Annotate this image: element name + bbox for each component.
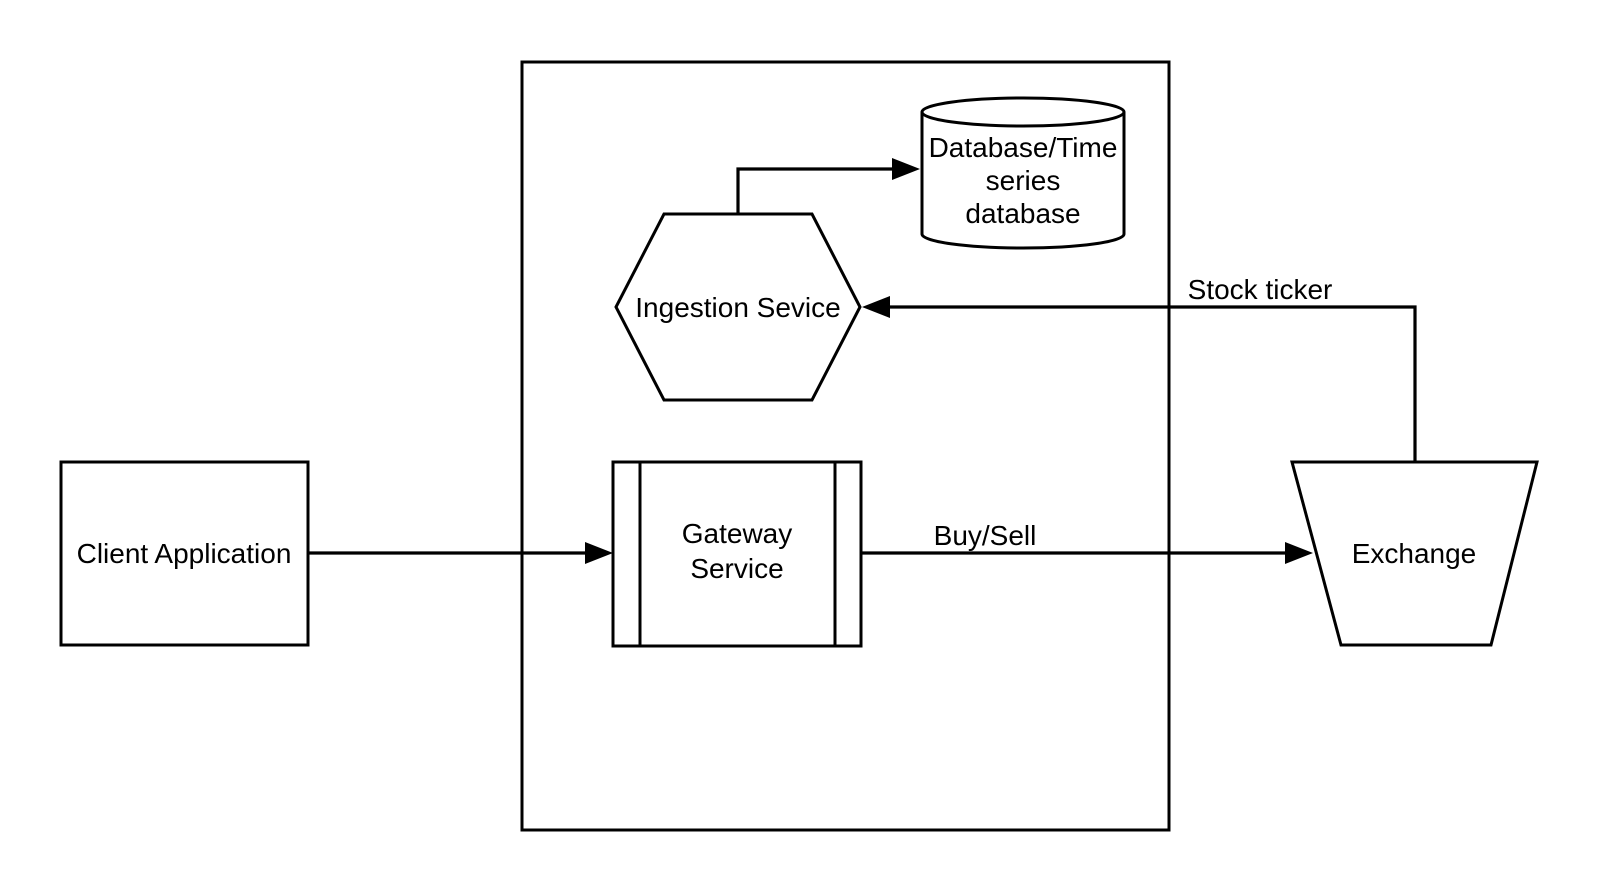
gateway-service-label-line1: Gateway bbox=[682, 518, 793, 549]
database-label-line2: series bbox=[986, 165, 1061, 196]
database-cylinder-top bbox=[920, 96, 1126, 128]
edge-exchange-to-ingestion: Stock ticker bbox=[862, 274, 1417, 462]
exchange-label: Exchange bbox=[1352, 538, 1477, 569]
edge-ingestion-to-database bbox=[736, 158, 920, 214]
database-label-line3: database bbox=[965, 198, 1080, 229]
edge-client-to-gateway bbox=[308, 542, 613, 564]
ingestion-service-label: Ingestion Sevice bbox=[635, 292, 840, 323]
edge-label-stock-ticker: Stock ticker bbox=[1188, 274, 1333, 305]
system-boundary-box bbox=[520, 60, 1171, 832]
arrowhead-into-gateway-icon bbox=[585, 542, 613, 564]
gateway-service-box bbox=[611, 460, 863, 648]
arrowhead-into-exchange-icon bbox=[1285, 542, 1313, 564]
arrowhead-into-ingestion-icon bbox=[862, 296, 890, 318]
node-client-application: Client Application bbox=[59, 460, 310, 647]
exchange-trapezoid bbox=[1290, 460, 1539, 647]
client-application-label: Client Application bbox=[77, 538, 292, 569]
arrowhead-into-database-icon bbox=[892, 158, 920, 180]
gateway-service-label-line2: Service bbox=[690, 553, 783, 584]
node-exchange: Exchange bbox=[1290, 460, 1539, 647]
node-time-series-database: Database/Time series database bbox=[920, 96, 1126, 250]
edge-label-buy-sell: Buy/Sell bbox=[934, 520, 1037, 551]
node-gateway-service: Gateway Service bbox=[611, 460, 863, 648]
node-ingestion-service: Ingestion Sevice bbox=[614, 212, 862, 402]
database-cylinder-body bbox=[920, 112, 1126, 250]
client-application-box bbox=[59, 460, 310, 647]
edge-gateway-to-exchange: Buy/Sell bbox=[861, 520, 1313, 564]
edge-line-exchange-to-ingestion bbox=[890, 305, 1417, 462]
ingestion-service-hexagon bbox=[614, 212, 862, 402]
database-label-line1: Database/Time bbox=[929, 132, 1118, 163]
edge-line-ingestion-to-database bbox=[736, 167, 894, 214]
